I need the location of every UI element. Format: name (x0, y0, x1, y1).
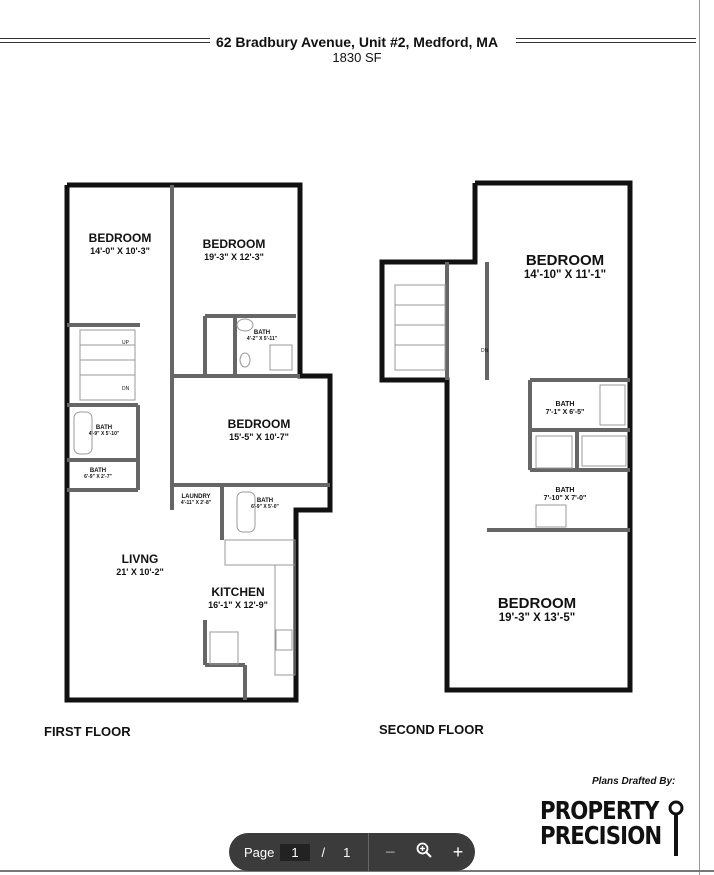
stair-up-label: UP (122, 340, 129, 346)
header-rule-right (516, 38, 696, 43)
page-title: 62 Bradbury Avenue, Unit #2, Medford, MA (0, 34, 714, 50)
page-separator: / (321, 844, 326, 860)
first-floor-label: FIRST FLOOR (44, 724, 131, 739)
header-rule-left (0, 38, 228, 43)
second-floor-interior-walls (445, 262, 630, 532)
page-edge (699, 0, 700, 875)
second-floor-label: SECOND FLOOR (379, 722, 484, 737)
zoom-out-button[interactable]: − (385, 841, 396, 862)
first-floor-interior-walls (67, 185, 330, 700)
zoom-fit-button[interactable] (407, 842, 441, 863)
drafted-by-label: Plans Drafted By: (592, 776, 676, 787)
pdf-viewer-toolbar: Page 1 / 1 − + (229, 833, 475, 871)
toolbar-divider (368, 833, 370, 871)
property-precision-logo: PROPERTY PRECISION (540, 796, 662, 850)
upper-stair-down-label: DN (481, 348, 489, 354)
page-bottom-edge (0, 870, 714, 872)
address: 62 Bradbury Avenue, Unit #2, Medford, MA (209, 34, 505, 50)
key-logo-icon (668, 800, 684, 856)
total-pages: 1 (343, 844, 351, 860)
first-floor-fixtures (73, 318, 296, 676)
magnifier-icon (416, 842, 432, 858)
stair-down-label: DN (122, 386, 130, 392)
second-floor-fixtures (394, 284, 627, 528)
square-footage: 1830 SF (332, 50, 382, 65)
zoom-in-button[interactable]: + (452, 841, 464, 862)
first-floor-exterior-walls (64, 182, 333, 703)
page-number-input[interactable]: 1 (280, 843, 310, 861)
page-label: Page (244, 844, 275, 860)
